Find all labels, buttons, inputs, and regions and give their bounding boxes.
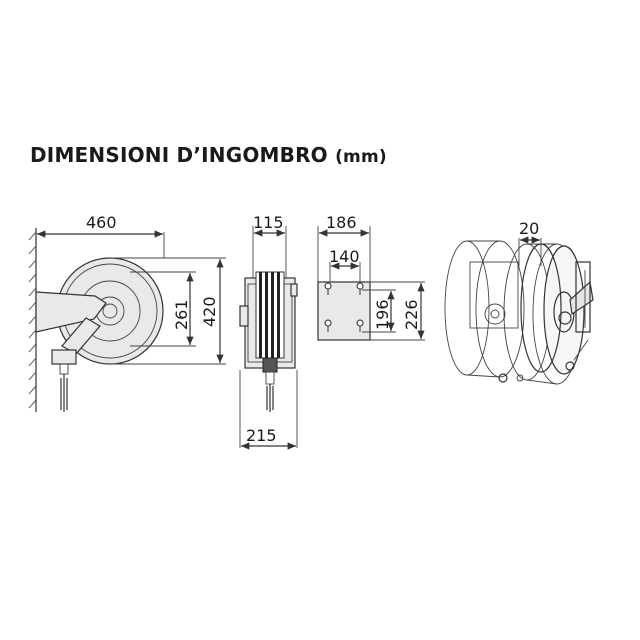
dim-196-label: 196 — [373, 299, 392, 330]
page-title: DIMENSIONI D’INGOMBRO (mm) — [30, 143, 387, 167]
dim-140-label: 140 — [329, 247, 360, 266]
front-view: 115 215 — [239, 213, 298, 450]
dim-186-label: 186 — [326, 213, 357, 232]
dim-215-label: 215 — [246, 426, 277, 445]
title-unit: (mm) — [335, 147, 387, 167]
swivel-view: 20 — [444, 219, 594, 385]
dim-226-label: 226 — [402, 299, 421, 330]
side-view: 460 261 420 — [28, 213, 226, 412]
dim-115-label: 115 — [253, 213, 284, 232]
dim-460-label: 460 — [86, 213, 117, 232]
dim-420-label: 420 — [200, 296, 219, 327]
title-text: DIMENSIONI D’INGOMBRO — [30, 143, 328, 167]
dim-261-label: 261 — [172, 299, 191, 330]
dim-20-label: 20 — [519, 219, 539, 238]
bracket-view: 186 140 196 226 — [317, 213, 425, 341]
